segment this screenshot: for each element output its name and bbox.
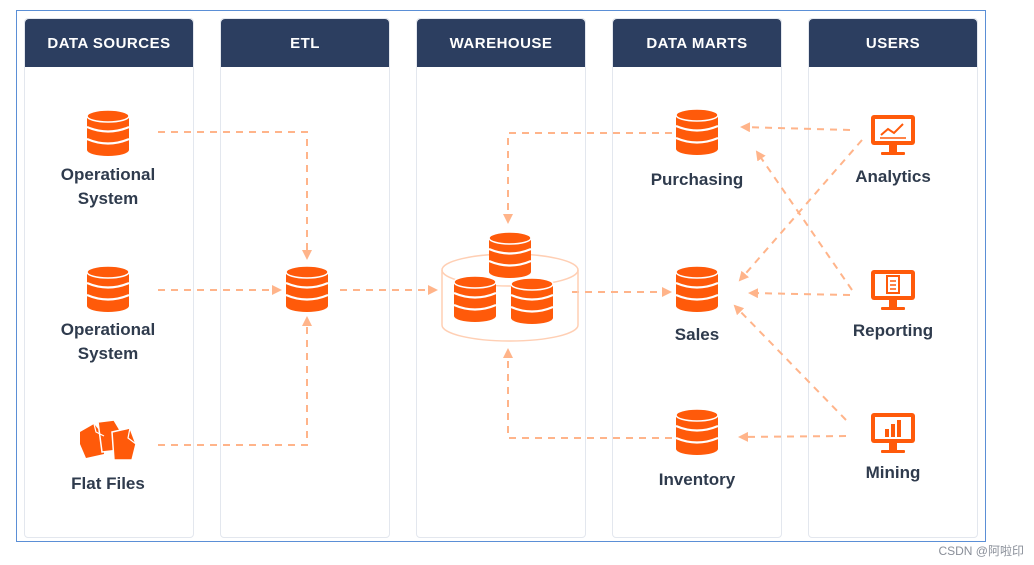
arrow-mining-inventory bbox=[738, 431, 847, 442]
monitor-chart-icon bbox=[871, 115, 915, 155]
connectors bbox=[158, 122, 863, 446]
warehouse-icon bbox=[441, 230, 579, 342]
node-label-analytics: Analytics bbox=[855, 167, 931, 186]
monitor-report-icon bbox=[871, 270, 915, 310]
monitor-bars-icon bbox=[871, 413, 915, 453]
database-icon bbox=[284, 264, 330, 314]
diagram-frame bbox=[16, 10, 986, 542]
node-label-inventory: Inventory bbox=[658, 470, 736, 489]
column-warehouse: WAREHOUSE bbox=[416, 18, 586, 538]
column-header: DATA SOURCES bbox=[25, 19, 193, 67]
column-header: DATA MARTS bbox=[613, 19, 781, 67]
node-label-purchasing: Purchasing bbox=[650, 170, 744, 189]
node-label-reporting: Reporting bbox=[852, 321, 934, 340]
node-label-sales: Sales bbox=[674, 325, 720, 344]
files-icon bbox=[80, 419, 137, 461]
database-icon bbox=[85, 108, 131, 158]
arrow-reporting-purchasing bbox=[755, 150, 853, 291]
arrow-analytics-sales bbox=[738, 139, 863, 282]
arrow-files-etl bbox=[158, 316, 312, 446]
node-label-mining: Mining bbox=[865, 463, 921, 482]
database-icon bbox=[85, 264, 131, 314]
arrow-purchasing-warehouse bbox=[503, 132, 672, 224]
database-icon bbox=[674, 107, 720, 157]
arrow-reporting-sales bbox=[748, 288, 851, 299]
database-icon bbox=[674, 264, 720, 314]
column-header: USERS bbox=[809, 19, 977, 67]
arrow-inventory-warehouse bbox=[503, 348, 672, 439]
watermark: CSDN @阿啦印 bbox=[938, 544, 1024, 558]
arrow-source1-etl bbox=[158, 131, 312, 260]
arrow-analytics-purchasing bbox=[740, 122, 851, 133]
node-label-source2: Operational System bbox=[60, 320, 156, 363]
node-label-source1: Operational System bbox=[60, 165, 156, 208]
node-label-flat-files: Flat Files bbox=[71, 474, 145, 493]
database-icon bbox=[674, 407, 720, 457]
column-header: WAREHOUSE bbox=[417, 19, 585, 67]
column-header: ETL bbox=[221, 19, 389, 67]
arrow-mining-sales bbox=[733, 304, 847, 421]
